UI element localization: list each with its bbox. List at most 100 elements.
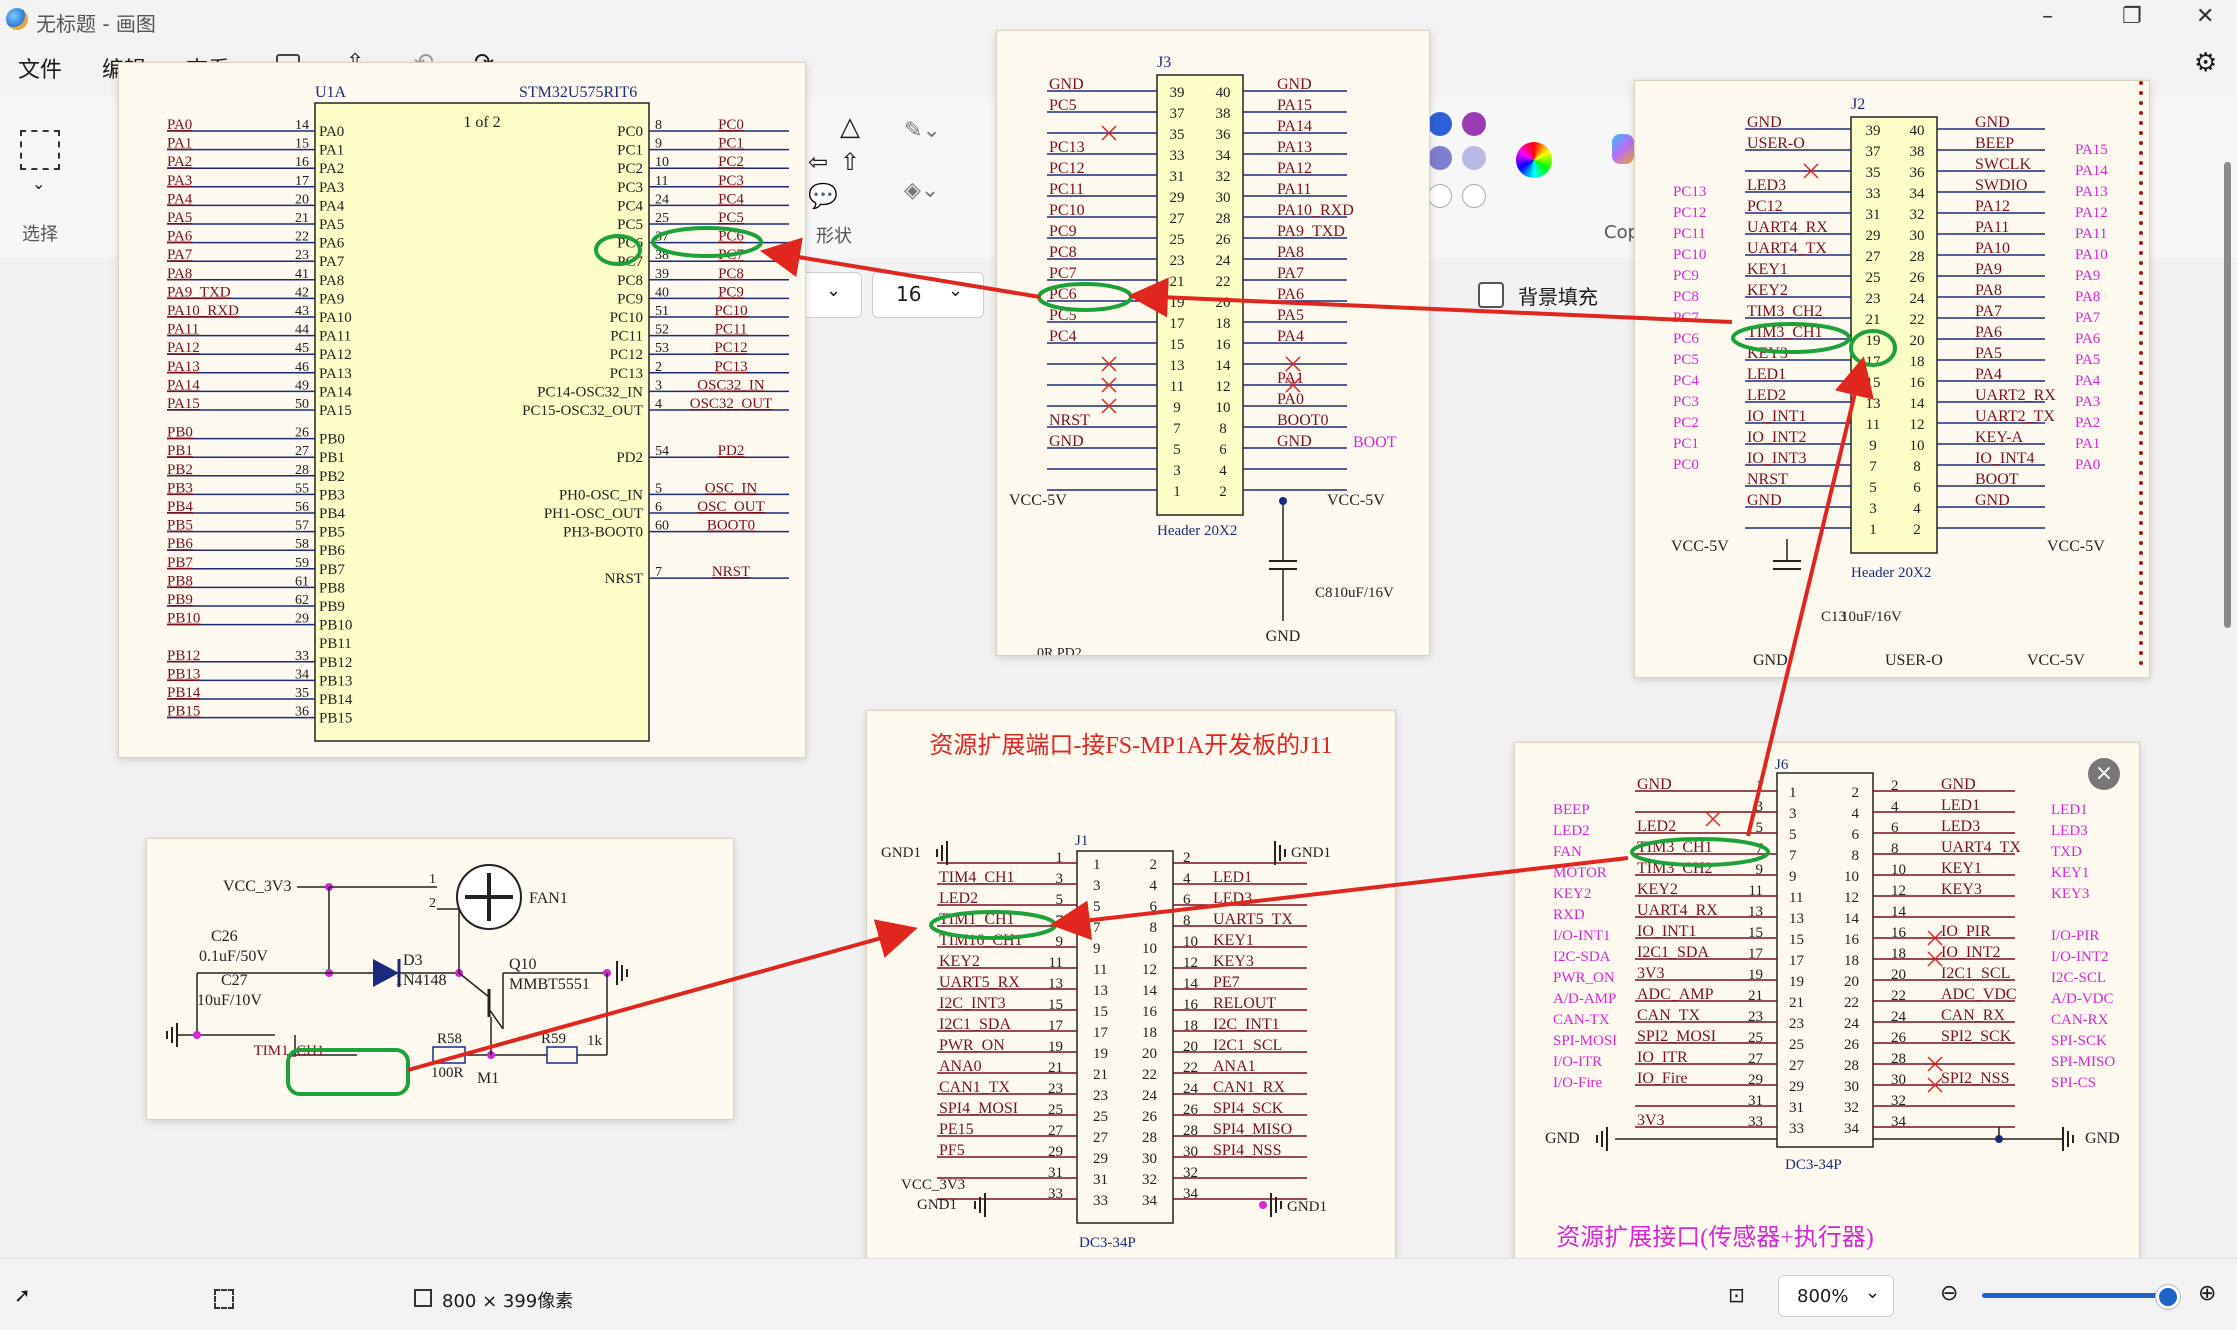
net-label: PC10 (714, 303, 747, 319)
pin-number: 13 (1093, 983, 1108, 999)
border-dot (2139, 151, 2143, 155)
pin-number: 20 (1183, 1039, 1198, 1055)
pin-number: 29 (295, 612, 309, 627)
pin-name: PB5 (319, 525, 345, 541)
component-ref: Q10 (509, 956, 537, 973)
color-swatch-4[interactable] (1462, 146, 1486, 170)
pin-number: 59 (295, 556, 309, 571)
net-label: 3V3 (1637, 965, 1665, 982)
pin-number: 16 (1216, 337, 1232, 353)
pin-number: 8 (1913, 459, 1921, 475)
net-label: PA12 (1277, 160, 1312, 177)
mcu-pin-label: PC2 (1673, 415, 1699, 431)
chevron-down-icon[interactable]: ⌄ (32, 174, 46, 193)
zoom-out-icon[interactable]: ⊖ (1940, 1281, 1959, 1306)
pin-number: 5 (655, 481, 662, 496)
color-picker-icon[interactable] (1516, 142, 1552, 178)
color-swatch-6[interactable] (1462, 184, 1486, 208)
menu-file[interactable]: 文件 (18, 58, 63, 83)
close-button[interactable]: ✕ (2196, 4, 2215, 29)
color-swatch-2[interactable] (1462, 112, 1486, 136)
border-dot (2139, 361, 2143, 365)
diode-icon (373, 959, 399, 987)
net-label: PC12 (714, 340, 747, 356)
pin-name: PC15-OSC32_OUT (522, 403, 643, 419)
net-label: TIM3_CH1 (1637, 839, 1713, 856)
color-swatch-3[interactable] (1428, 146, 1452, 170)
net-label: TIM3_CH2 (1637, 860, 1713, 877)
pin-number: 23 (1748, 1009, 1763, 1025)
net-label: PA7 (1277, 265, 1304, 282)
footprint-label: Header 20X2 (1157, 523, 1237, 539)
fill-icon[interactable]: ◈⌄ (904, 178, 940, 203)
pin-number: 3 (1789, 806, 1797, 822)
pin-number: 23 (1170, 253, 1185, 269)
pin-number: 21 (1748, 988, 1763, 1004)
close-panel-icon[interactable]: × (2088, 758, 2120, 790)
zoom-slider[interactable] (1982, 1293, 2174, 1298)
pin-number: 2 (1150, 857, 1158, 873)
net-label: PA4 (1277, 328, 1304, 345)
power-label: VCC_3V3 (901, 1177, 965, 1193)
pin-number: 50 (295, 397, 309, 412)
net-label: UART4_TX (1941, 839, 2021, 856)
vertical-scrollbar[interactable] (2222, 150, 2232, 1250)
net-label: PB3 (167, 480, 193, 496)
pin-number: 7 (655, 565, 662, 580)
pin-number: 34 (1142, 1193, 1158, 1209)
zoom-in-icon[interactable]: ⊕ (2198, 1281, 2217, 1306)
pin-name: PB6 (319, 543, 345, 559)
border-dot (2139, 451, 2143, 455)
net-label: PC3 (718, 173, 744, 189)
settings-icon[interactable]: ⚙ (2194, 48, 2218, 78)
pin-number: 36 (1216, 127, 1232, 143)
zoom-select[interactable]: 800% ⌄ (1778, 1275, 1894, 1317)
net-label: PA14 (1277, 118, 1312, 135)
net-label: SWDIO (1975, 177, 2027, 194)
pin-number: 23 (1789, 1016, 1804, 1032)
scrollbar-thumb[interactable] (2224, 162, 2231, 628)
pin-number: 28 (1142, 1130, 1157, 1146)
pin-number: 3 (1093, 878, 1101, 894)
mcu-pin-label: CAN-TX (1553, 1012, 1610, 1028)
pin-name: PH1-OSC_OUT (544, 506, 643, 522)
background-fill-checkbox[interactable] (1478, 282, 1504, 308)
net-label: PC6 (718, 229, 744, 245)
maximize-button[interactable]: ❐ (2122, 4, 2142, 29)
pin-number: 46 (295, 360, 309, 375)
net-label: PC11 (715, 322, 748, 338)
cap-value: 10uF/16V (1841, 609, 1902, 625)
border-dot (2139, 601, 2143, 605)
net-label: IO_INT3 (1747, 450, 1807, 467)
cap-ref: C8 (1315, 585, 1333, 601)
select-rect-icon[interactable] (20, 130, 60, 170)
shape-arrow-left-icon[interactable]: ⇦ (808, 148, 829, 176)
shape-arrow-up-icon[interactable]: ⇧ (840, 148, 861, 176)
mcu-pin-label: BEEP (1553, 802, 1590, 818)
color-swatch-5[interactable] (1428, 184, 1452, 208)
outline-icon[interactable]: ✎⌄ (904, 118, 941, 143)
pin-number: 5 (1056, 892, 1064, 908)
net-label: PC11 (1049, 181, 1084, 198)
shape-triangle-icon[interactable]: △ (840, 112, 860, 142)
fit-view-icon[interactable]: ⊡ (1728, 1283, 1745, 1307)
resistor-r59 (546, 1046, 578, 1064)
pin-number: 10 (1891, 862, 1906, 878)
pin-number: 21 (295, 211, 309, 226)
pin-number: 33 (1048, 1186, 1063, 1202)
pin-number: 24 (1844, 1016, 1860, 1032)
border-dot (2139, 571, 2143, 575)
mcu-pin-label: PC9 (1673, 268, 1699, 284)
font-size-select[interactable] (872, 272, 984, 318)
pin-number: 32 (1910, 207, 1925, 223)
zoom-slider-handle[interactable] (2156, 1285, 2180, 1309)
color-swatch-1[interactable] (1428, 112, 1452, 136)
net-label: I2C_INT1 (1213, 1016, 1280, 1033)
minimize-button[interactable]: – (2042, 4, 2053, 29)
power-label: VCC-5V (1009, 492, 1067, 509)
pin-number: 16 (1142, 1004, 1158, 1020)
net-label: OSC_IN (705, 480, 758, 496)
shape-callout-icon[interactable]: 💬 (808, 182, 838, 210)
copilot-icon[interactable] (1612, 134, 1634, 164)
pin-number: 60 (655, 519, 669, 534)
